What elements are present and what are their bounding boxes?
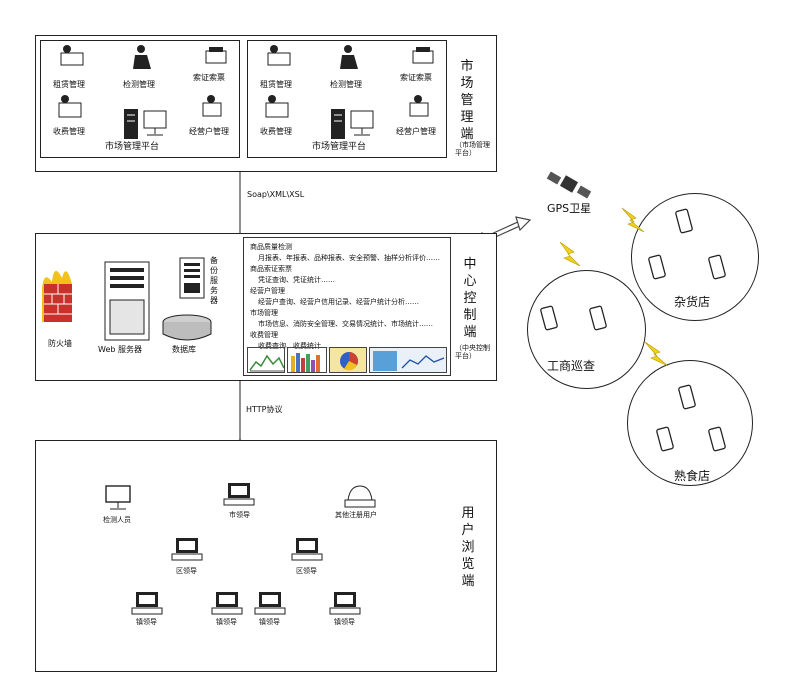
market-panel-right-icons: [265, 45, 434, 139]
inspector-label: 检测人员: [103, 516, 131, 524]
city-leader-label: 市领导: [229, 511, 250, 519]
user-browsing-box: [35, 440, 497, 672]
inspection-management-label: 检测管理: [330, 80, 362, 89]
fee-management-label: 收费管理: [53, 127, 85, 136]
function-detail-line: 经营户查询、经营户信用记录、经营户统计分析……: [258, 298, 419, 306]
function-detail-line: 凭证查询、凭证统计……: [258, 276, 335, 284]
function-detail-line: 月报表、年报表、品种报表、安全预警、抽样分析评价……: [258, 254, 440, 262]
bar-chart-thumbnail: [287, 347, 327, 373]
market-panel-right: 租赁管理 检测管理 索证索票 收费管理 经营户管理 市场管理平台: [247, 40, 447, 158]
town-leader-label: 镇领导: [216, 618, 237, 626]
inspector-person-icon: [133, 45, 151, 69]
function-list: 商品质量检测月报表、年报表、品种报表、安全预警、抽样分析评价…… 商品索证索票凭证…: [250, 242, 440, 352]
claim-printer-icon: [412, 47, 434, 64]
line-chart-thumbnail: [247, 347, 285, 373]
function-category-line: 收费管理: [250, 331, 278, 339]
market-platform-label: 市场管理平台: [105, 142, 160, 152]
town-leader-label: 镇领导: [259, 618, 280, 626]
fee-management-label: 收费管理: [260, 127, 292, 136]
rent-desk-icon: [267, 45, 291, 66]
district-leader-label: 区领导: [176, 567, 197, 575]
rent-management-label: 租赁管理: [53, 80, 85, 89]
user-browsing-title: 用户浏览端: [461, 506, 475, 589]
deli-store-circle: [627, 360, 753, 486]
market-panel-left-icons: [58, 45, 227, 139]
chart-thumbnails: [247, 347, 447, 373]
function-list-panel: 商品质量检测月报表、年报表、品种报表、安全预警、抽样分析评价…… 商品索证索票凭证…: [243, 237, 451, 376]
central-control-subtitle: （中央控制平台）: [455, 344, 490, 360]
merchant-person-icon: [202, 95, 222, 117]
town-leader-label: 镇领导: [136, 618, 157, 626]
server-tower-icon: [124, 109, 138, 139]
commerce-patrol-label: 工商巡查: [547, 359, 596, 373]
claim-voucher-label: 索证索票: [400, 73, 432, 82]
claim-printer-icon: [205, 47, 227, 64]
http-protocol-label: HTTP协议: [246, 405, 283, 414]
merchant-management-label: 经营户管理: [396, 127, 436, 136]
function-category-line: 经营户管理: [250, 287, 285, 295]
monitor-icon: [350, 110, 374, 136]
server-tower-icon: [331, 109, 345, 139]
inspector-person-icon: [340, 45, 358, 69]
database-label: 数据库: [172, 345, 196, 354]
market-management-title: 市场管理端: [460, 59, 474, 142]
inspection-management-label: 检测管理: [123, 80, 155, 89]
claim-voucher-label: 索证索票: [193, 73, 225, 82]
soap-xml-xsl-label: Soap\XML\XSL: [247, 190, 305, 199]
merchant-person-icon: [409, 95, 429, 117]
central-control-title: 中心控制端: [463, 257, 477, 340]
market-platform-label: 市场管理平台: [312, 142, 367, 152]
monitor-icon: [143, 110, 167, 136]
pie-chart-thumbnail: [329, 347, 367, 373]
market-panel-left: 租赁管理 检测管理 索证索票 收费管理 经营户管理 市场管理平台: [40, 40, 240, 158]
fee-desk-icon: [58, 95, 82, 118]
district-leader-label: 区领导: [296, 567, 317, 575]
function-detail-line: 市场信息、消防安全管理、交易情况统计、市场统计……: [258, 320, 433, 328]
web-server-label: Web 服务器: [98, 345, 142, 354]
backup-server-label: 备份服务器: [210, 256, 218, 305]
merchant-management-label: 经营户管理: [189, 127, 229, 136]
market-management-subtitle: （市场管理平台）: [455, 141, 490, 157]
function-category-line: 市场管理: [250, 309, 278, 317]
function-detail-line: 收费查询、收费统计……: [258, 342, 335, 350]
grocery-store-label: 杂货店: [674, 295, 711, 309]
gps-satellite-label: GPS卫星: [547, 202, 592, 215]
fee-desk-icon: [265, 95, 289, 118]
deli-store-label: 熟食店: [674, 469, 711, 483]
rent-management-label: 租赁管理: [260, 80, 292, 89]
function-category-line: 商品索证索票: [250, 265, 292, 273]
other-registered-users-label: 其他注册用户: [335, 511, 377, 519]
rent-desk-icon: [60, 45, 84, 66]
firewall-label: 防火墙: [48, 339, 72, 348]
town-leader-label: 镇领导: [334, 618, 355, 626]
dashboard-thumbnail: [369, 347, 447, 373]
function-category-line: 商品质量检测: [250, 243, 292, 251]
